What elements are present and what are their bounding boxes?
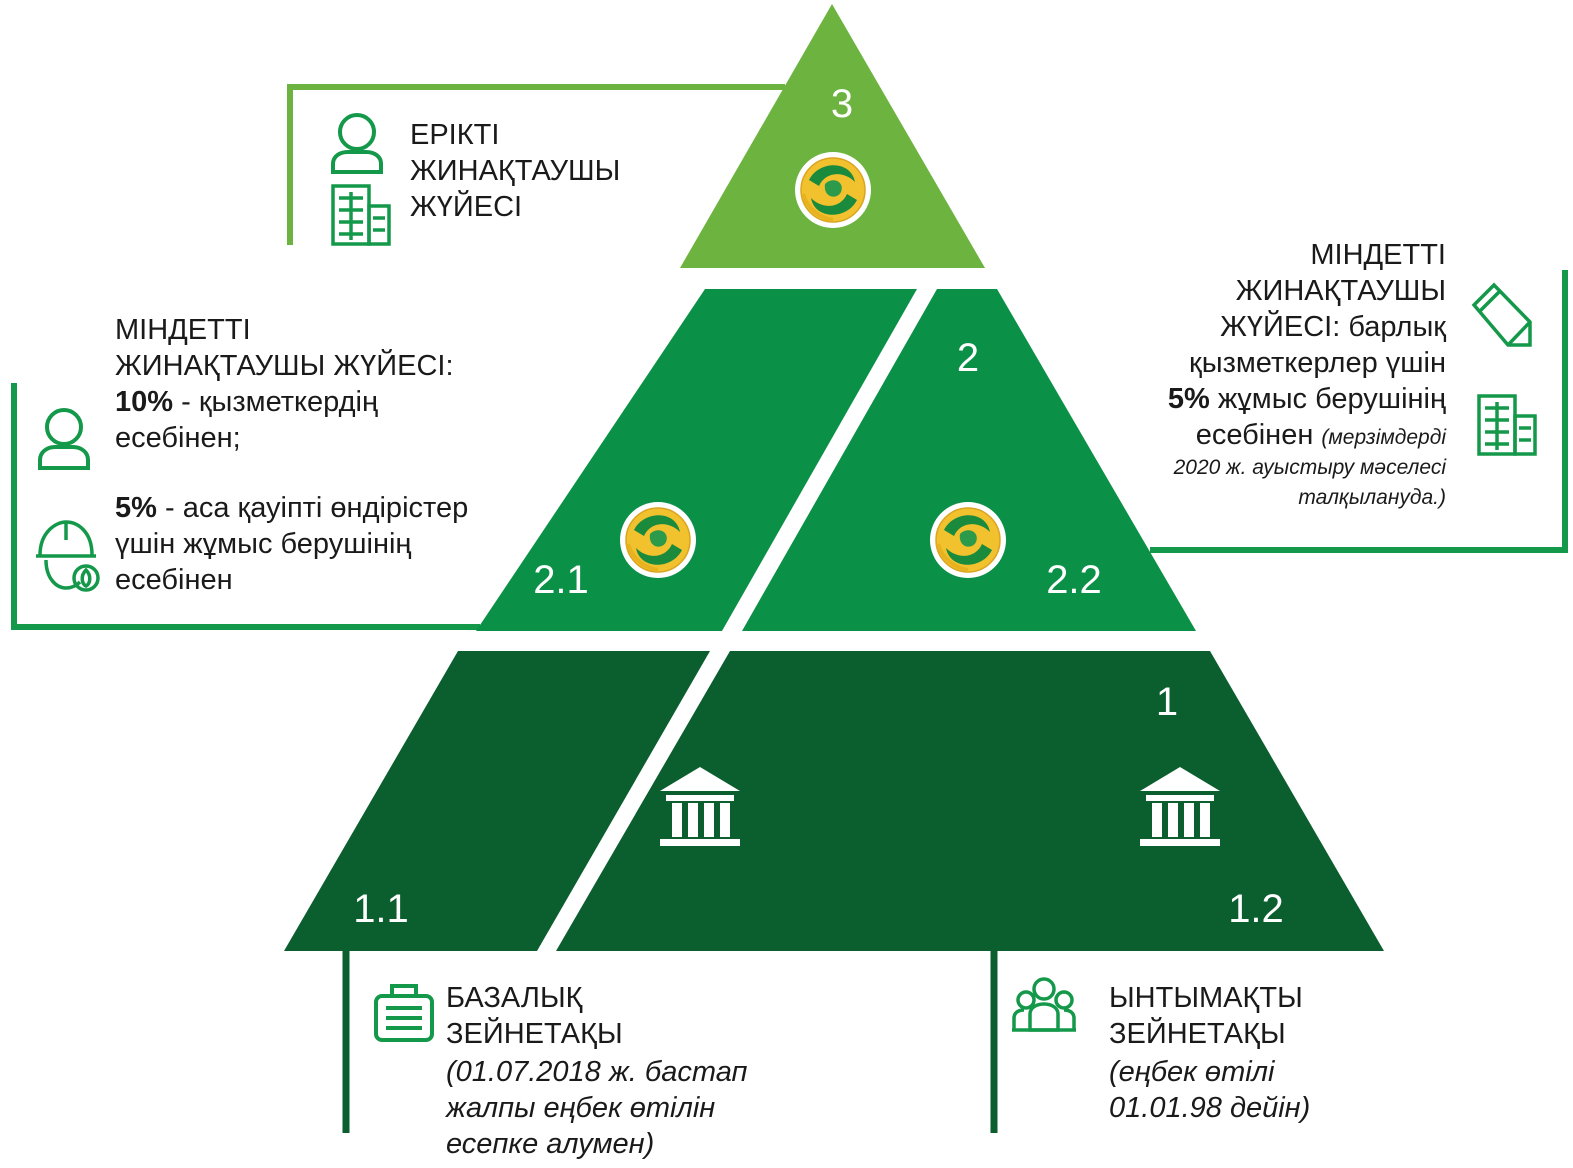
level-3-label-line: ЖИНАҚТАУШЫ [410,155,621,187]
level-1-number: 1 [1156,680,1178,724]
left-block-p2: 5% - аса қауіпті өндірістер [115,490,468,526]
bottom-right-note2: 01.01.98 дейін) [1109,1092,1311,1124]
left-block-p1: 10% - қызметкердің [115,384,468,420]
fund-logo-icon [618,500,698,580]
right-block-line5-text: жұмыс берушінің [1209,383,1446,415]
pyramid-level-2-1 [476,289,917,631]
right-block-note2: 2020 ж. ауыстыру мәселесі [1173,456,1446,479]
left-block-p2-line2: үшін жұмыс берушінің [115,528,412,560]
left-block-p1-percent: 10% [115,386,174,418]
pyramid-level-2-2 [742,289,1196,631]
connector-line-level3 [287,84,785,245]
worker-helmet-icon [36,520,100,592]
pyramid-level-1-1 [284,651,710,951]
bottom-right-line1: ЫНТЫМАҚТЫ [1109,982,1303,1014]
bottom-left-line1: БАЗАЛЫҚ [446,982,583,1014]
level-2-2-number: 2.2 [1046,558,1102,602]
level-2-number: 2 [957,336,979,380]
building-icon [331,184,391,246]
people-group-icon [1012,977,1076,1032]
right-block-line6: есебінен (мерзімдерді [1168,417,1446,453]
building-icon [1477,394,1537,456]
right-block-line5: 5% жұмыс берушінің [1168,381,1446,417]
left-block-line2: ЖИНАҚТАУШЫ ЖҮЙЕСІ: [115,350,454,382]
bottom-right-line2: ЗЕЙНЕТАҚЫ [1109,1018,1286,1050]
level-3-number: 3 [831,82,853,126]
level-1-2-description: ЫНТЫМАҚТЫ ЗЕЙНЕТАҚЫ (еңбек өтілі 01.01.9… [1109,980,1310,1126]
right-block-note1: (мерзімдерді [1321,426,1446,449]
level-3-label-line: ЕРІКТІ [410,119,500,151]
left-block-p2-text: - аса қауіпті өндірістер [156,492,469,524]
right-block-line6-text: есебінен [1195,419,1314,451]
right-block-line2: ЖИНАҚТАУШЫ [1235,275,1446,307]
left-block-p1-text: - қызметкердің [173,386,379,418]
bottom-right-note1: (еңбек өтілі [1109,1056,1275,1088]
fund-logo-icon [793,150,873,230]
left-block-p1-line2: есебінен; [115,422,241,454]
level-1-2-number: 1.2 [1228,887,1284,931]
level-2-1-description: МІНДЕТТІ ЖИНАҚТАУШЫ ЖҮЙЕСІ: 10% - қызмет… [115,312,468,598]
bottom-left-note2: жалпы еңбек өтілін [446,1092,716,1124]
right-block-note3: талқылануда.) [1298,486,1446,509]
right-block-line3: ЖҮЙЕСІ: барлық [1220,311,1446,343]
pyramid-level-1-2 [556,651,1384,951]
briefcase-icon [374,984,434,1042]
bottom-left-note1: (01.07.2018 ж. бастап [446,1056,748,1088]
right-block-line4: қызметкерлер үшін [1189,347,1446,379]
pyramid-level-3 [680,4,985,268]
bottom-left-note3: есепке алумен) [446,1128,655,1160]
fund-logo-icon [928,500,1008,580]
right-block-percent: 5% [1167,383,1210,415]
level-1-1-description: БАЗАЛЫҚ ЗЕЙНЕТАҚЫ (01.07.2018 ж. бастап … [446,980,747,1162]
left-block-p2-percent: 5% [115,492,157,524]
left-block-line1: МІНДЕТТІ [115,314,251,346]
person-icon [331,113,383,174]
level-2-2-description: МІНДЕТТІ ЖИНАҚТАУШЫ ЖҮЙЕСІ: барлық қызме… [1168,237,1446,513]
left-block-p2-line3: есебінен [115,564,233,596]
connector-line-level21 [11,383,480,630]
pencil-icon [1471,282,1532,347]
level-3-label: ЕРІКТІ ЖИНАҚТАУШЫ ЖҮЙЕСІ [410,117,620,225]
level-1-1-number: 1.1 [353,887,409,931]
person-icon [38,408,90,470]
bottom-left-line2: ЗЕЙНЕТАҚЫ [446,1018,623,1050]
right-block-line1: МІНДЕТТІ [1310,239,1446,271]
level-3-label-line: ЖҮЙЕСІ [410,191,523,223]
connector-line-level22 [1150,270,1568,553]
level-2-1-number: 2.1 [533,558,589,602]
